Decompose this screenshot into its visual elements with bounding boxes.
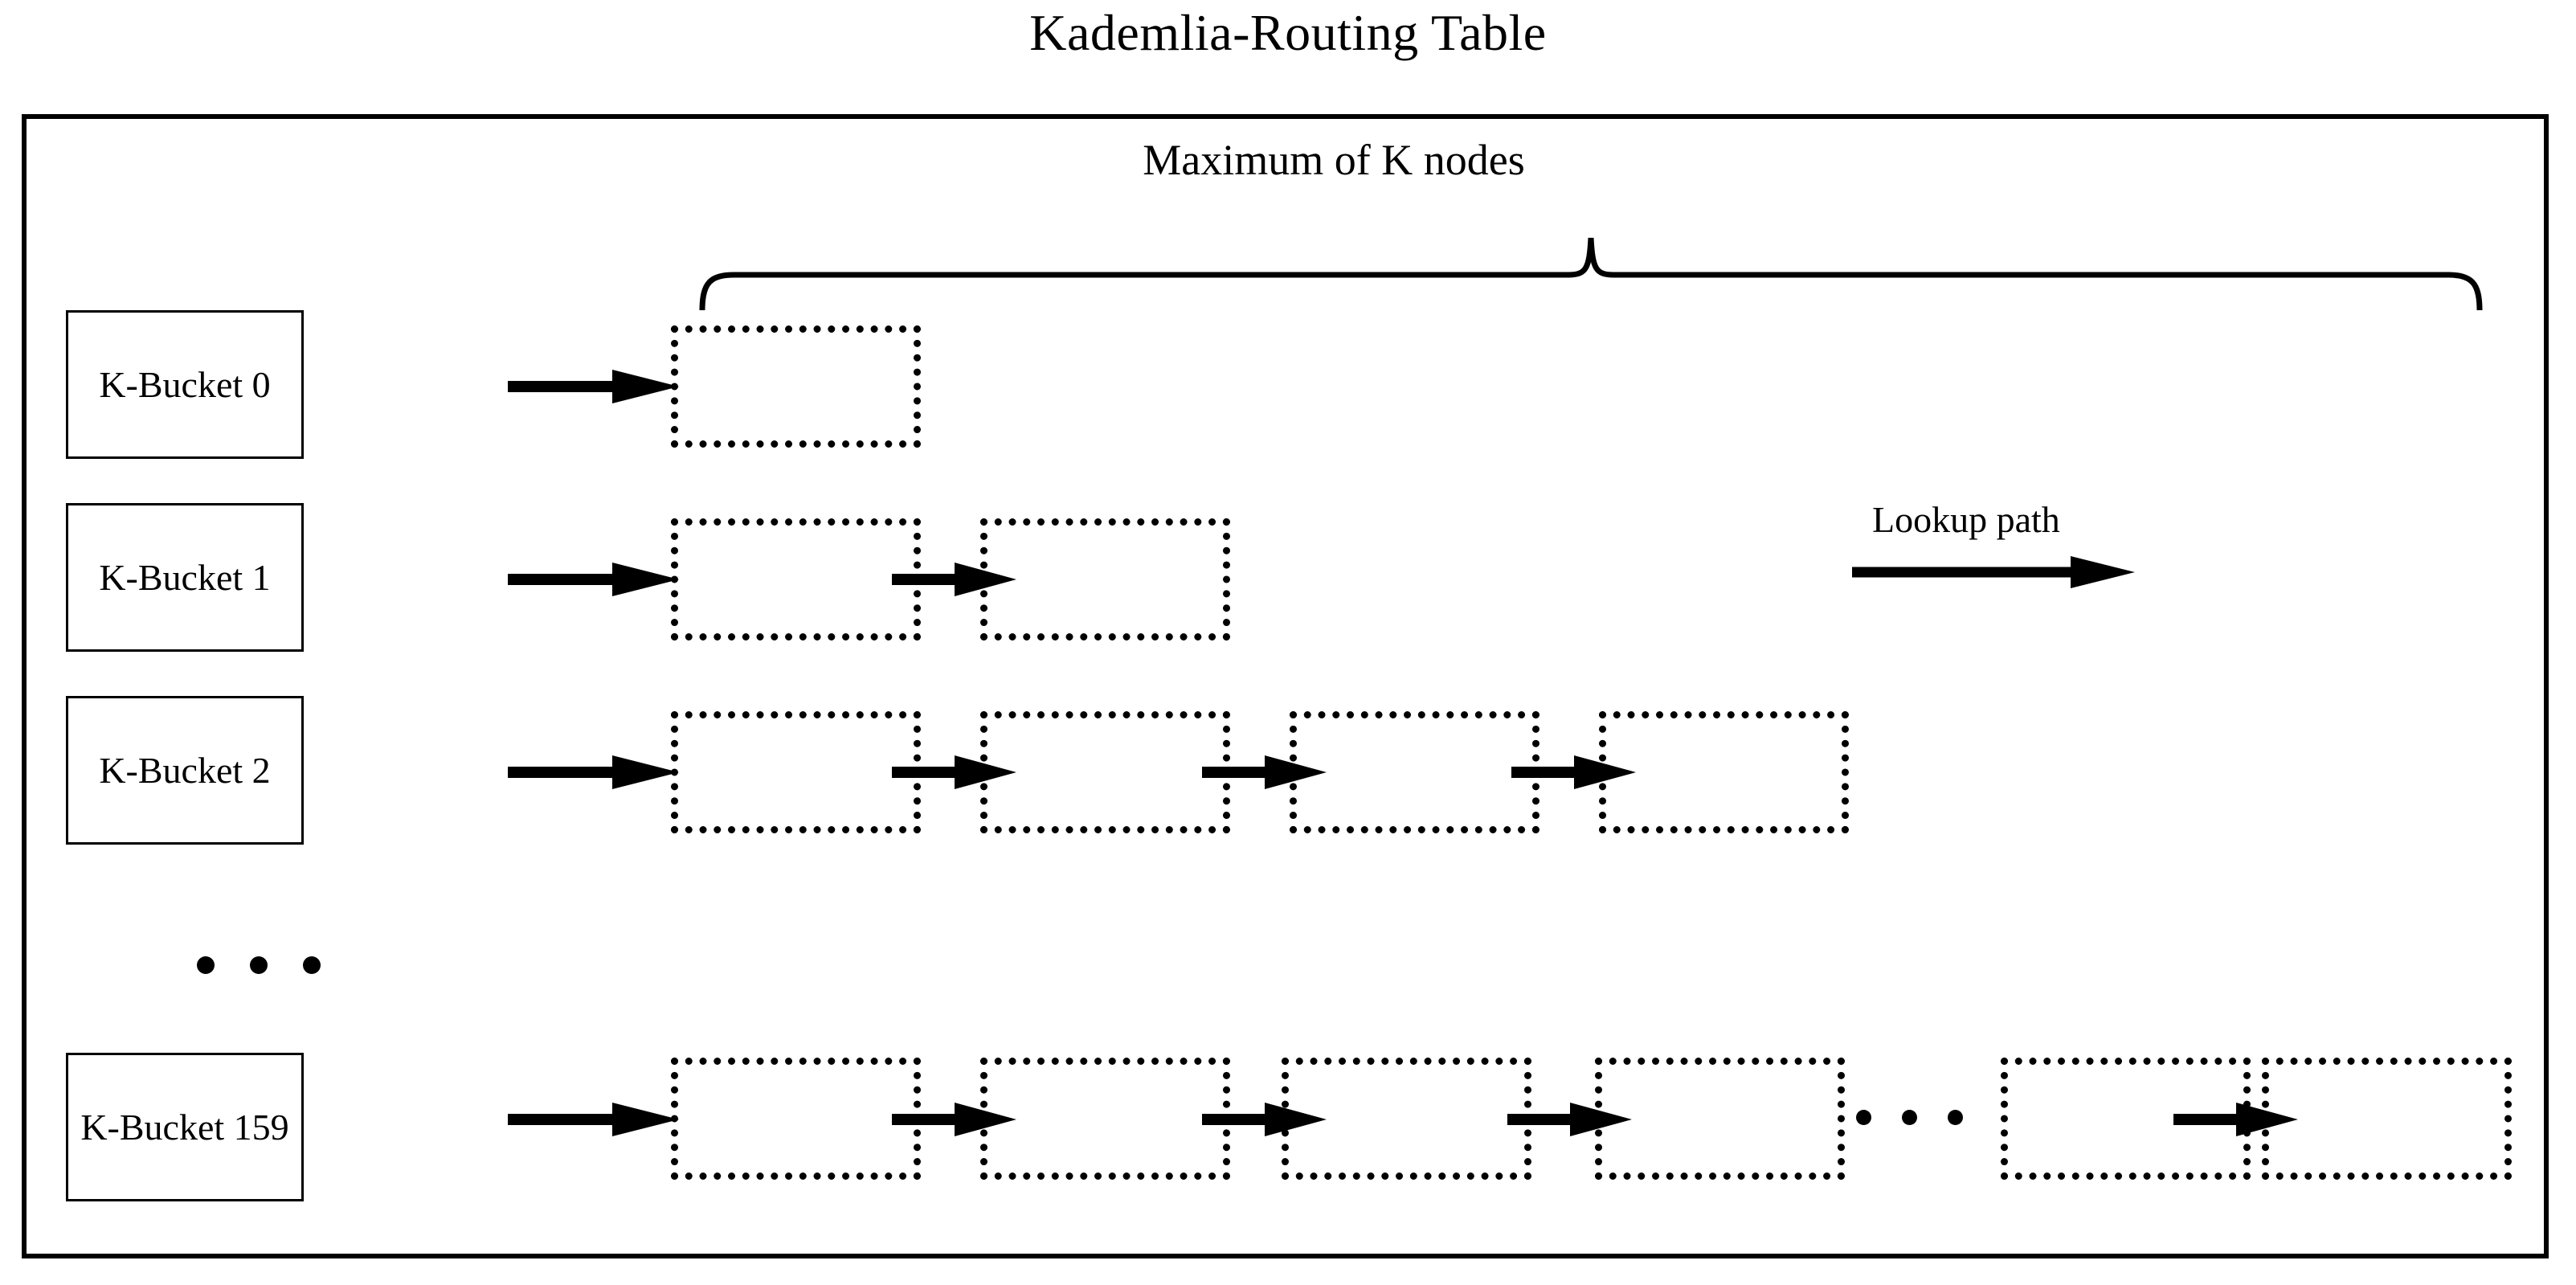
kbucket-label-box-0[interactable]: K-Bucket 0 (66, 310, 304, 459)
arrow-right-icon (508, 1103, 679, 1136)
routing-table-frame (22, 114, 2549, 1258)
lookup-path-label: Lookup path (1872, 499, 2060, 540)
max-k-nodes-caption: Maximum of K nodes (1143, 136, 1525, 184)
ellipsis-dot (197, 956, 215, 974)
node-box-r159-n3[interactable] (1595, 1058, 1845, 1180)
node-box-r2-n0[interactable] (671, 711, 921, 833)
arrow-right-icon (508, 563, 679, 596)
kbucket-label-box-2[interactable]: K-Bucket 2 (66, 696, 304, 845)
kbucket-label-box-1[interactable]: K-Bucket 1 (66, 503, 304, 652)
node-box-r2-n1[interactable] (980, 711, 1230, 833)
ellipsis-dot (1948, 1110, 1963, 1125)
ellipsis-dot (303, 956, 321, 974)
node-box-r159-n0[interactable] (671, 1058, 921, 1180)
ellipsis-dot (250, 956, 268, 974)
node-box-r2-n3[interactable] (1599, 711, 1849, 833)
kbucket-label-box-159[interactable]: K-Bucket 159 (66, 1053, 304, 1201)
curly-brace-icon (699, 237, 2483, 311)
node-box-r159-n2[interactable] (1282, 1058, 1531, 1180)
page-title: Kademlia-Routing Table (1029, 4, 1547, 61)
node-box-r1-n0[interactable] (671, 518, 921, 640)
node-box-r159-n5[interactable] (2262, 1058, 2512, 1180)
arrow-right-icon (1202, 1103, 1327, 1136)
node-box-r1-n1[interactable] (980, 518, 1230, 640)
arrow-right-icon (508, 370, 679, 403)
ellipsis-dot (1902, 1110, 1917, 1125)
lookup-path-arrow-icon (1852, 556, 2135, 588)
ellipsis-dot (1856, 1110, 1871, 1125)
node-box-r0-n0[interactable] (671, 325, 921, 448)
node-box-r2-n2[interactable] (1290, 711, 1539, 833)
node-box-r159-n1[interactable] (980, 1058, 1230, 1180)
arrow-right-icon (508, 755, 679, 789)
vertical-ellipsis-icon (197, 956, 321, 974)
row-ellipsis-icon (1856, 1110, 1963, 1125)
